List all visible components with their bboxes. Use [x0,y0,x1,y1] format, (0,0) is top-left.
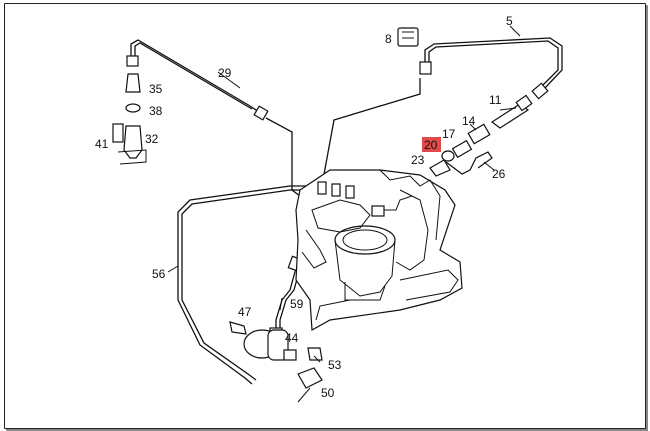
part-32-connector [123,125,143,159]
part-50-clamp [297,367,323,389]
callout-14: 14 [462,114,476,128]
callout-11: 11 [489,93,502,107]
callout-47: 47 [238,305,252,319]
part-8-plug [397,27,419,47]
callout-59: 59 [290,297,304,311]
part-38-washer [125,103,141,113]
callout-26: 26 [492,167,506,181]
part-53-screw [307,347,323,361]
part-41-bolt [112,123,124,143]
part-23-clip [429,159,451,177]
part-26-valve [445,151,493,175]
callout-23: 23 [411,153,425,167]
callout-8: 8 [385,32,392,46]
part-14-fitting [467,123,491,145]
callout-35: 35 [149,82,163,96]
fuel-line-29 [130,39,301,197]
fuel-line-5 [424,37,563,89]
callout-56: 56 [152,267,166,281]
callout-53: 53 [328,358,342,372]
callout-38: 38 [149,104,163,118]
callout-32: 32 [145,132,159,146]
callout-41: 41 [95,137,109,151]
callout-44: 44 [285,331,299,345]
callout-50: 50 [321,386,335,400]
callout-17: 17 [442,127,456,141]
part-11-nozzle [490,103,530,129]
fuel-line-56 [177,185,330,385]
callout-20: 20 [424,138,438,152]
air-flow-meter-assembly [295,169,463,331]
part-35-union [125,73,141,93]
callout-5: 5 [506,14,513,28]
callout-29: 29 [218,66,232,80]
part-44-pressure-regulator [243,329,297,361]
part-17-seal [441,150,455,162]
highlight-box-20 [422,137,441,152]
part-47-bolt [229,321,247,335]
